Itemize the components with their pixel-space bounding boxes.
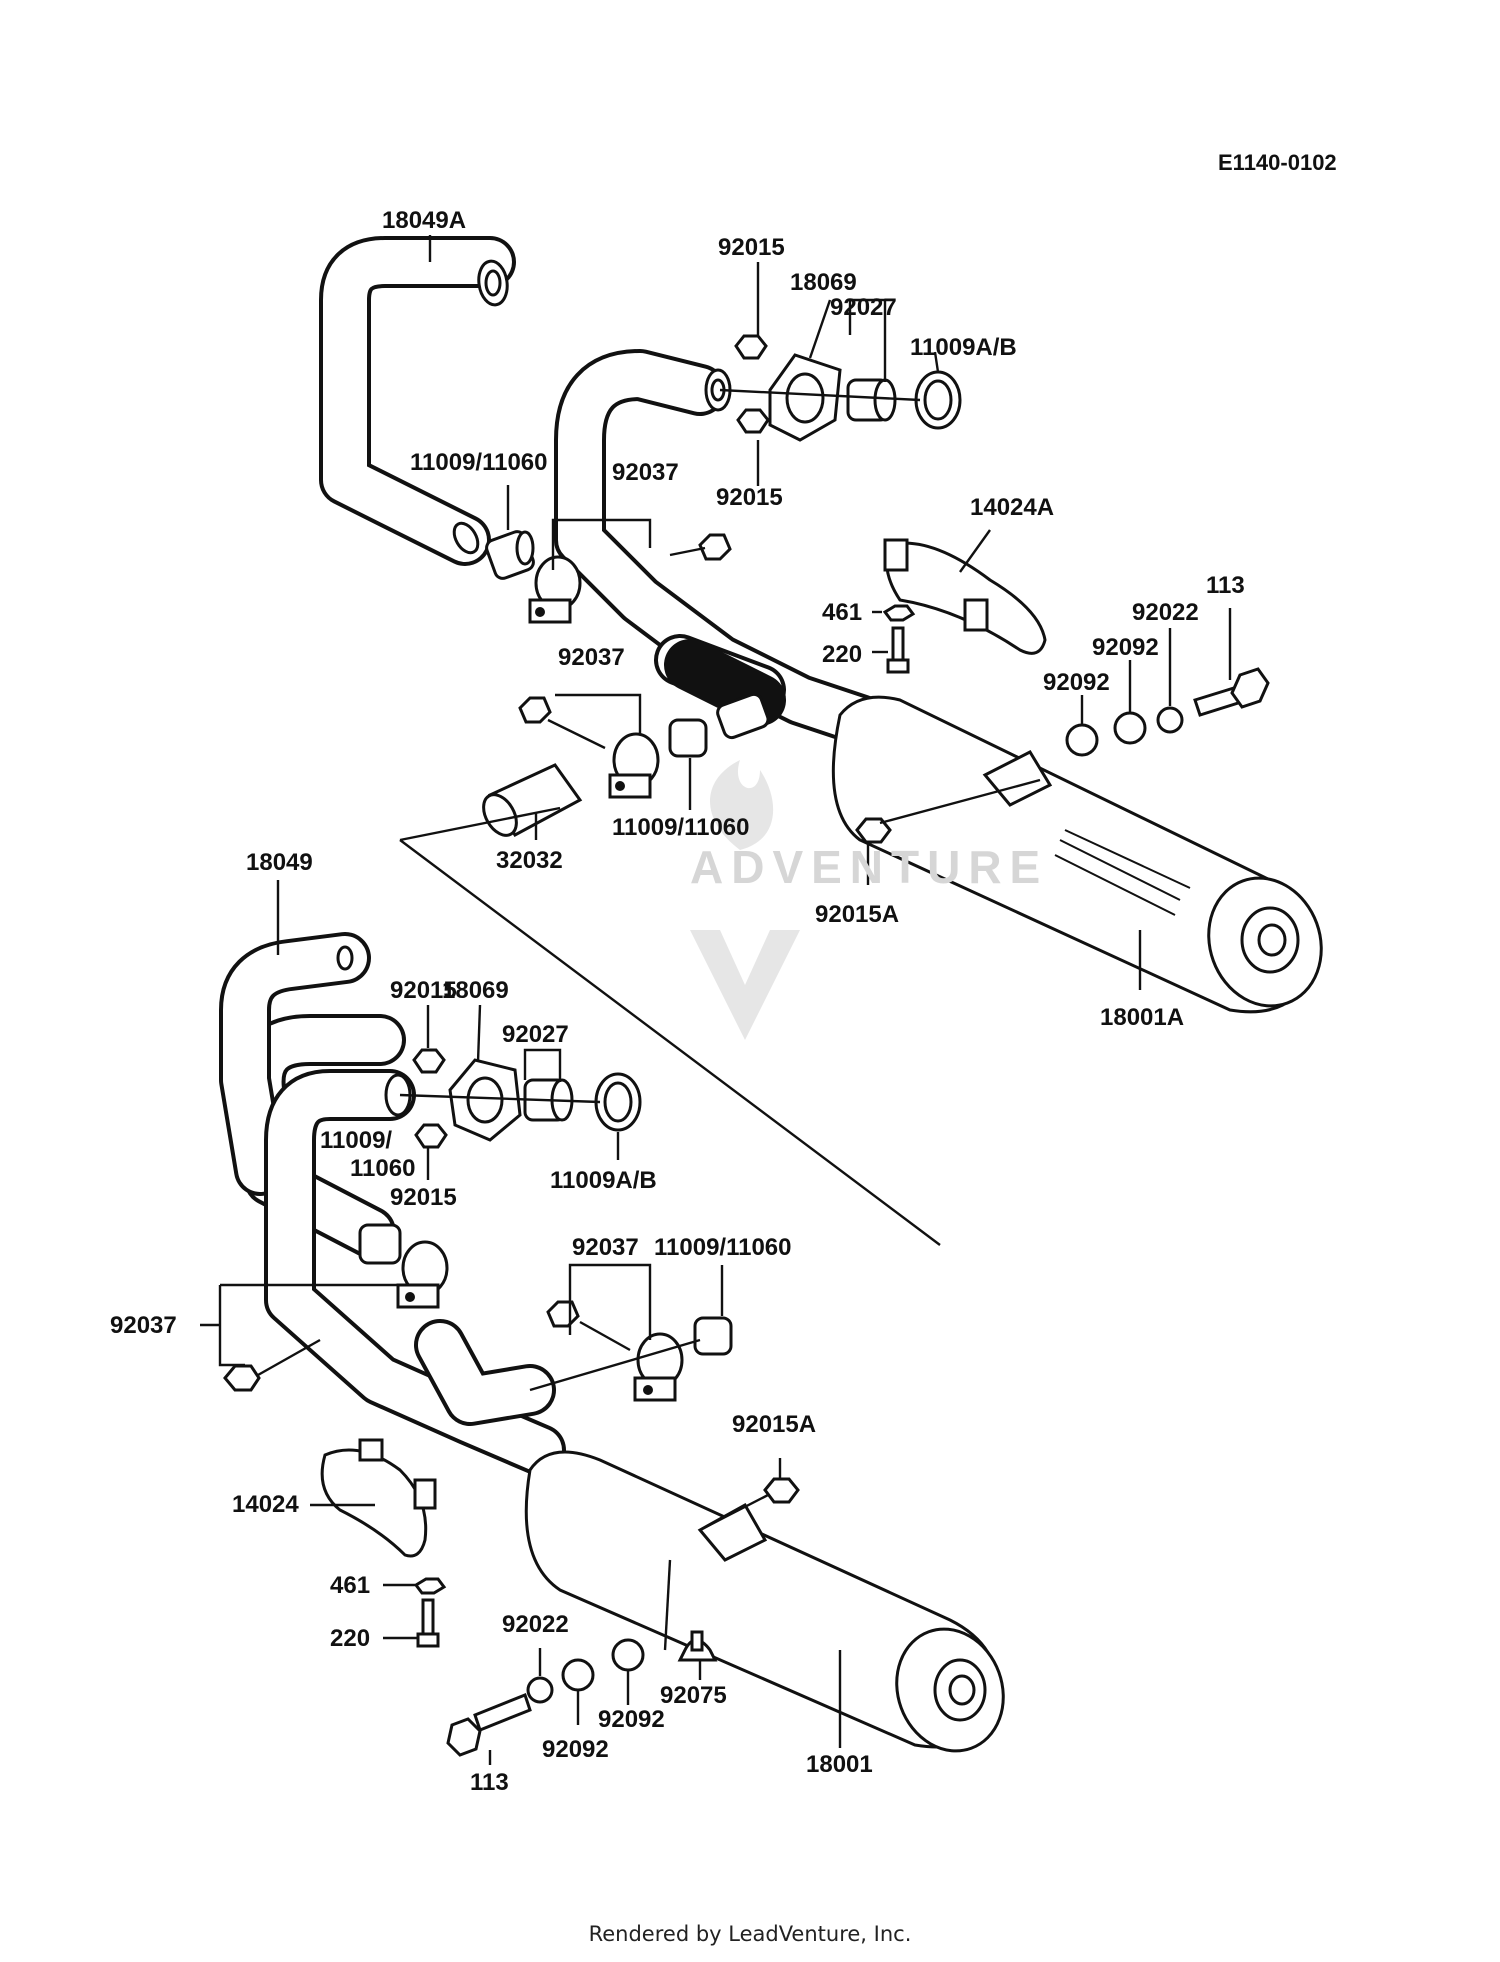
label-92075: 92075 (660, 1682, 727, 1709)
label-92092-a: 92092 (1092, 634, 1159, 661)
nut-92015-lower-top (412, 1048, 446, 1074)
collar-92092-lower-a (561, 1658, 595, 1692)
bolt-92037-upper-a (669, 533, 732, 561)
label-11009AB-a: 11009A/B (910, 334, 1017, 361)
sleeve-11009-11060-upper-b (668, 718, 708, 758)
label-92092-b: 92092 (1043, 669, 1110, 696)
label-11009-11060-c-line2: 11060 (350, 1155, 415, 1182)
muffler-18001A (831, 695, 1323, 1014)
label-92022-b: 92022 (502, 1611, 569, 1638)
sleeve-11009-11060-lower-a (358, 1223, 402, 1265)
nut-92015A-lower (763, 1477, 800, 1504)
bolt-220-lower (416, 1598, 440, 1648)
washer-92022-upper (1156, 706, 1184, 734)
label-92037-b: 92037 (558, 644, 625, 671)
label-92015-b: 92015 (716, 484, 783, 511)
heat-guard-14024A (883, 538, 1047, 655)
flange-18069-lower (448, 1058, 522, 1142)
label-220-b: 220 (330, 1625, 370, 1652)
label-18049A: 18049A (382, 207, 466, 234)
label-18001: 18001 (806, 1751, 873, 1778)
label-92037-a: 92037 (612, 459, 679, 486)
label-92022-a: 92022 (1132, 599, 1199, 626)
label-18001A: 18001A (1100, 1004, 1184, 1031)
bolt-113-lower (446, 1693, 532, 1757)
sleeve-11009-11060-upper-a (485, 530, 535, 580)
nut-92015-upper-top (734, 334, 768, 360)
sleeve-11009-11060-lower-b (693, 1316, 733, 1356)
bolt-220-upper (886, 626, 910, 674)
clamp-92037-upper-b (608, 732, 660, 799)
collar-92092-upper-a (1113, 711, 1147, 745)
label-92015A-a: 92015A (815, 901, 899, 928)
label-11009-11060-c-line1: 11009/ (320, 1127, 392, 1154)
label-461-b: 461 (330, 1572, 370, 1599)
label-92015A-b: 92015A (732, 1411, 816, 1438)
label-92037-d: 92037 (110, 1312, 177, 1339)
label-92092-c: 92092 (542, 1736, 609, 1763)
label-92015-c: 92015 (390, 977, 457, 1004)
flange-18069-upper (768, 353, 842, 442)
label-11009-11060-d: 11009/11060 (654, 1234, 792, 1261)
label-18069-b: 18069 (442, 977, 509, 1004)
label-92092-d: 92092 (598, 1706, 665, 1733)
bolt-92037-upper-b (518, 696, 606, 750)
label-220-a: 220 (822, 641, 862, 668)
label-92015-a: 92015 (718, 234, 785, 261)
heat-guard-14024 (320, 1438, 437, 1558)
diagram-code: E1140-0102 (1218, 150, 1337, 175)
lower-exhaust-assembly (219, 932, 1005, 1757)
nut-92015A-upper (855, 817, 892, 844)
label-92015-d: 92015 (390, 1184, 457, 1211)
bolt-92037-lower-b (546, 1300, 631, 1352)
label-32032: 32032 (496, 847, 563, 874)
label-11009AB-b: 11009A/B (550, 1167, 657, 1194)
collar-92092-upper-b (1065, 723, 1099, 757)
collar-92027-upper (846, 378, 897, 422)
watermark-logo (690, 760, 800, 1040)
label-18069-a: 18069 (790, 269, 857, 296)
label-92027-a: 92027 (830, 294, 897, 321)
label-11009-11060-a: 11009/11060 (410, 449, 548, 476)
washer-92022-lower (526, 1676, 554, 1704)
label-leaders (200, 235, 1232, 1765)
label-113-a: 113 (1206, 572, 1245, 599)
label-18049: 18049 (246, 849, 313, 876)
nut-92015-lower-bottom (414, 1123, 448, 1149)
label-14024A: 14024A (970, 494, 1054, 521)
upper-exhaust-assembly (319, 236, 1323, 1014)
bolt-113-upper (1193, 667, 1270, 717)
nut-92015-upper-bottom (736, 408, 770, 434)
washer-461-upper (882, 604, 916, 622)
grommet-92075 (677, 1630, 718, 1662)
label-92027-b: 92027 (502, 1021, 569, 1048)
label-11009-11060-b: 11009/11060 (612, 814, 750, 841)
clamp-92037-upper-a (528, 555, 582, 624)
washer-461-lower (413, 1577, 447, 1595)
collar-92092-lower-b (611, 1638, 645, 1672)
joint-32032 (482, 763, 583, 837)
label-14024: 14024 (232, 1491, 299, 1518)
clamp-92037-lower-a (396, 1240, 449, 1309)
muffler-18001 (524, 1450, 1005, 1753)
render-credit: Rendered by LeadVenture, Inc. (588, 1922, 912, 1946)
label-113-b: 113 (470, 1769, 509, 1796)
clamp-92037-lower-b (633, 1332, 684, 1402)
label-92037-c: 92037 (572, 1234, 639, 1261)
part-labels: E1140-0102 18049A 92015 18069 92027 1100… (110, 150, 1337, 1796)
watermark-text: ADVENTURE (690, 841, 1049, 893)
label-461-a: 461 (822, 599, 862, 626)
assembly-boundary-lines (399, 806, 941, 1246)
